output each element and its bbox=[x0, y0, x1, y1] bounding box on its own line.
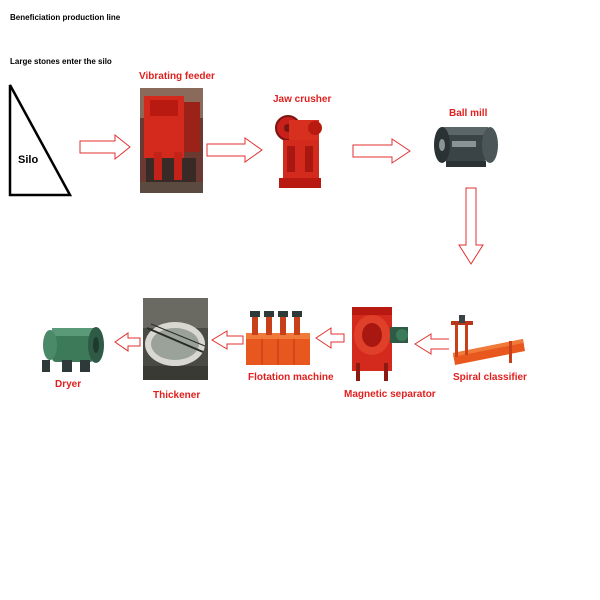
flotation-machine-image bbox=[244, 311, 312, 367]
ball-mill-label: Ball mill bbox=[449, 108, 488, 119]
magnetic-separator-label: Magnetic separator bbox=[344, 389, 436, 400]
diagram-title: Beneficiation production line bbox=[10, 13, 121, 22]
dryer-label: Dryer bbox=[55, 379, 82, 390]
spiral-classifier-label: Spiral classifier bbox=[453, 372, 527, 383]
magnetic-separator-image bbox=[350, 307, 412, 383]
silo-triangle bbox=[8, 84, 73, 197]
spiral-classifier-image bbox=[449, 315, 527, 367]
arrow-flotation-to-thickener bbox=[211, 330, 244, 350]
flotation-machine-label: Flotation machine bbox=[248, 372, 334, 383]
dryer-image bbox=[38, 320, 106, 374]
thickener-image bbox=[143, 298, 208, 380]
jaw-crusher-label: Jaw crusher bbox=[273, 94, 332, 105]
vibrating-feeder-image bbox=[140, 88, 203, 193]
arrow-separator-to-flotation bbox=[315, 327, 345, 349]
thickener-label: Thickener bbox=[153, 390, 201, 401]
diagram-subtitle: Large stones enter the silo bbox=[10, 57, 112, 66]
arrow-crusher-to-ballmill bbox=[352, 138, 411, 164]
arrow-thickener-to-dryer bbox=[114, 332, 141, 352]
silo-label: Silo bbox=[18, 154, 39, 166]
arrow-feeder-to-crusher bbox=[206, 137, 263, 163]
arrow-ballmill-to-classifier bbox=[458, 187, 484, 265]
arrow-classifier-to-separator bbox=[414, 333, 452, 355]
vibrating-feeder-label: Vibrating feeder bbox=[139, 71, 215, 82]
jaw-crusher-image bbox=[275, 110, 325, 190]
arrow-silo-to-feeder bbox=[79, 133, 131, 161]
ball-mill-image bbox=[432, 123, 500, 168]
